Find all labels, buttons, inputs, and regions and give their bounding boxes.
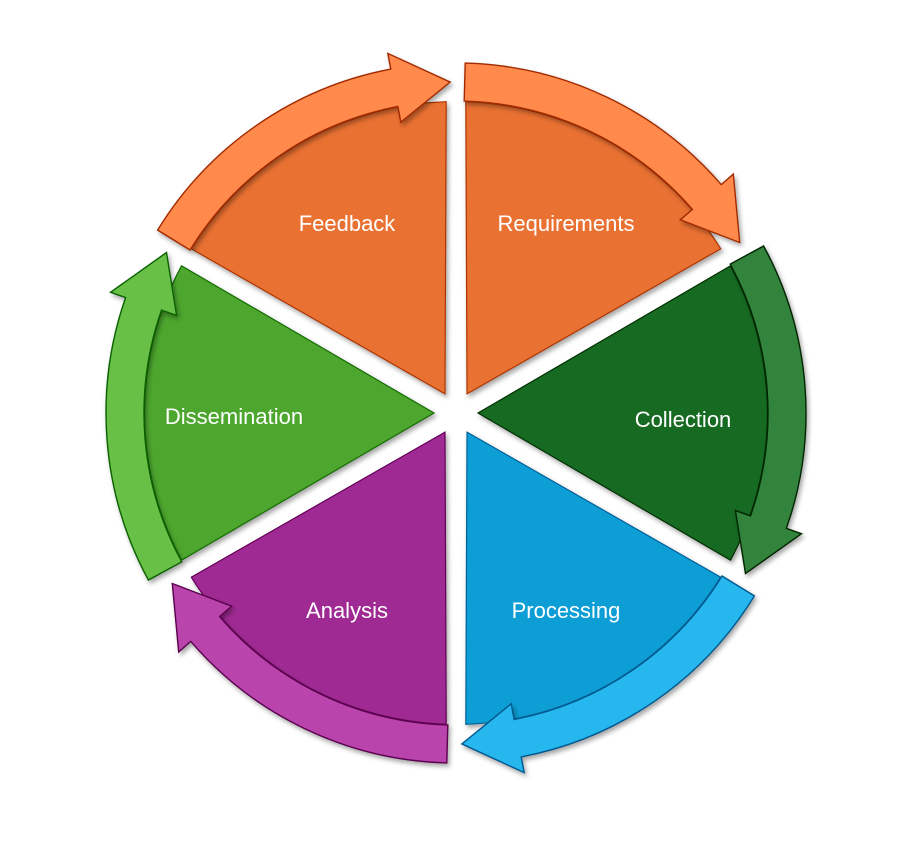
label-collection: Collection xyxy=(635,407,732,432)
label-requirements: Requirements xyxy=(498,211,635,236)
label-analysis: Analysis xyxy=(306,598,388,623)
label-processing: Processing xyxy=(512,598,621,623)
arrow-requirements xyxy=(463,62,741,244)
segment-dissemination[interactable]: Dissemination xyxy=(105,251,436,581)
arrow-analysis xyxy=(171,582,449,764)
label-dissemination: Dissemination xyxy=(165,404,303,429)
arrow-collection xyxy=(729,245,807,575)
segment-processing[interactable]: Processing xyxy=(460,431,756,774)
arrow-dissemination xyxy=(105,251,183,581)
segment-feedback[interactable]: Feedback xyxy=(156,52,452,395)
segment-requirements[interactable]: Requirements xyxy=(463,62,741,395)
label-feedback: Feedback xyxy=(299,211,397,236)
segment-collection[interactable]: Collection xyxy=(476,245,807,575)
arrow-feedback xyxy=(156,52,452,251)
arrow-processing xyxy=(460,575,756,774)
segment-analysis[interactable]: Analysis xyxy=(171,431,449,764)
